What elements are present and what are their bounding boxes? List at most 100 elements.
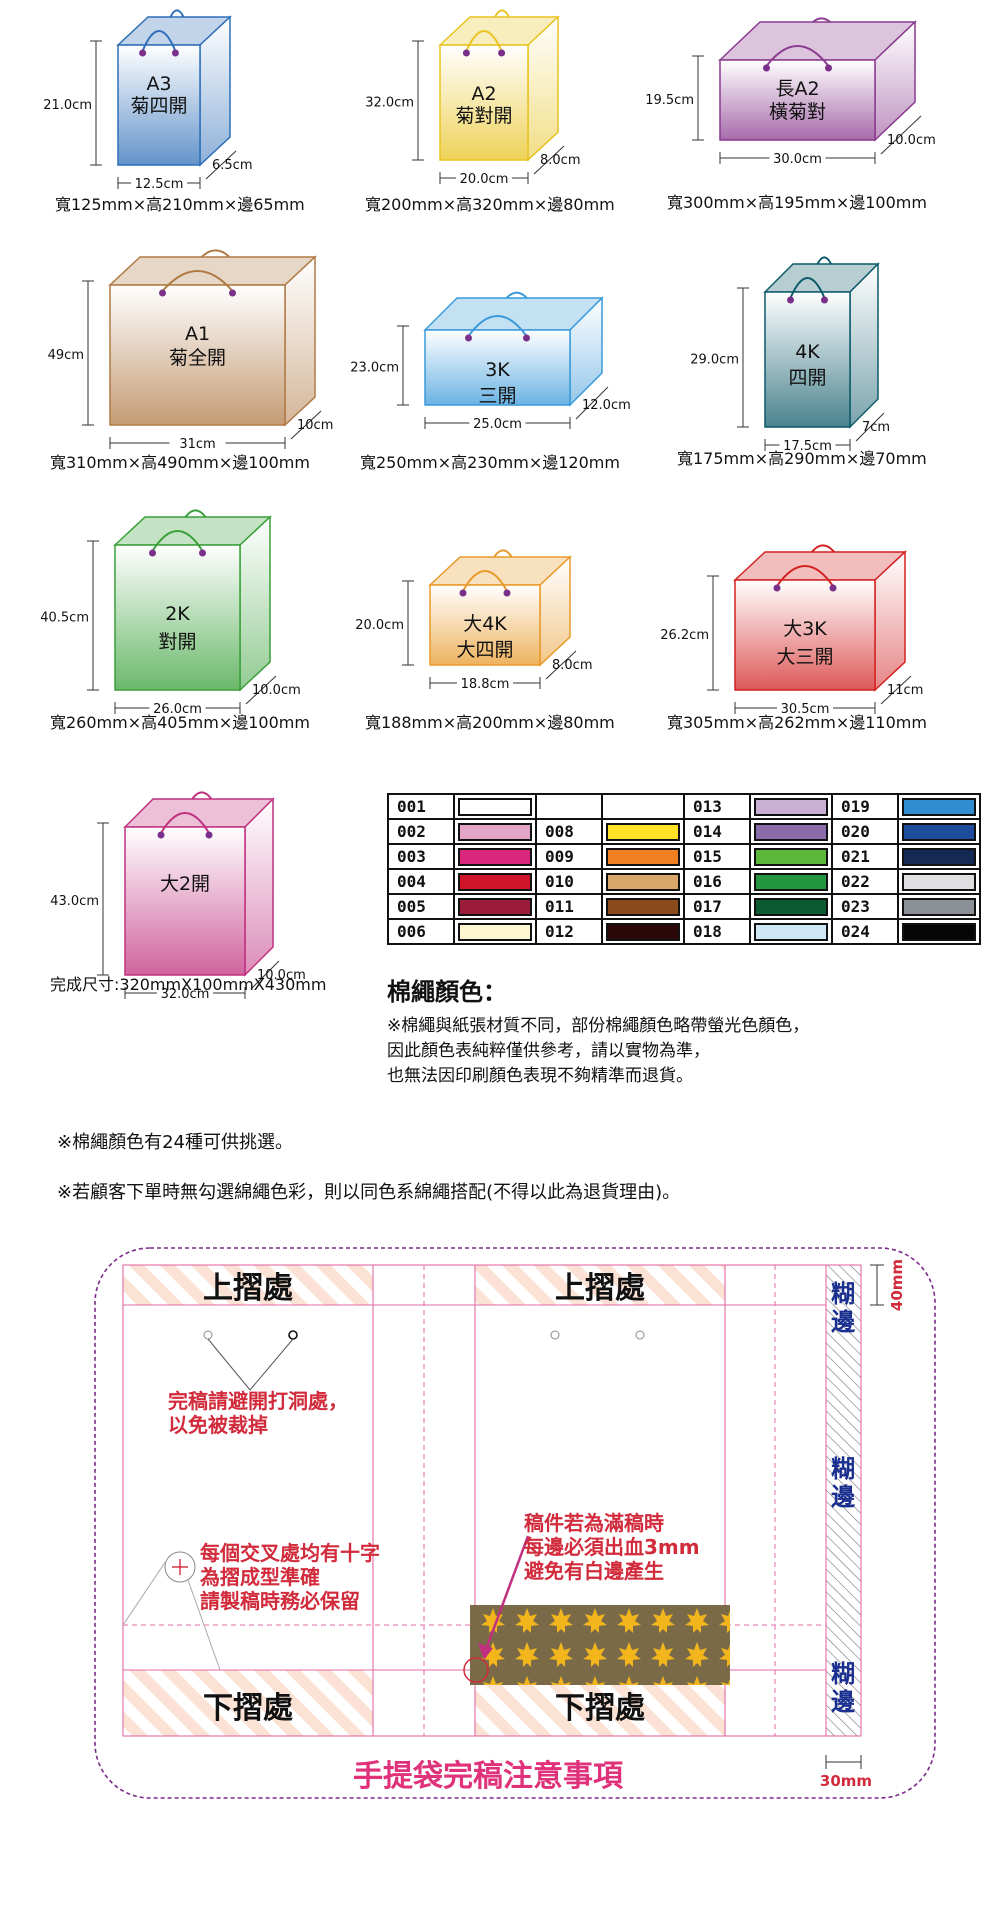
- bag-la2: 長A2橫菊對19.5cm30.0cm10.0cm寬300mm×高195mm×邊1…: [645, 17, 936, 212]
- color-swatch: [749, 893, 833, 920]
- bag-width: 30.0cm: [773, 152, 822, 167]
- bag-caption: 寬188mm×高200mm×邊80mm: [365, 713, 615, 732]
- color-code: 023: [831, 893, 899, 920]
- bag-label: 大3K: [783, 618, 827, 640]
- bleed-note-line2: 每邊必須出血3mm: [524, 1535, 700, 1559]
- color-swatch: [749, 918, 833, 945]
- color-code: 014: [683, 818, 751, 845]
- color-code: 012: [535, 918, 603, 945]
- bag-caption: 寬200mm×高320mm×邊80mm: [365, 195, 615, 214]
- glue-labels: 糊邊 糊邊 糊邊: [831, 1280, 855, 1716]
- bag-illustrations: A3菊四開21.0cm12.5cm6.5cm寬125mm×高210mm×邊65m…: [40, 9, 936, 1002]
- bag-a3: A3菊四開21.0cm12.5cm6.5cm寬125mm×高210mm×邊65m…: [43, 9, 305, 214]
- bag-label-sub: 大三開: [776, 646, 833, 668]
- bleed-note-line3: 避免有白邊產生: [524, 1559, 664, 1583]
- bag-label-sub: 橫菊對: [769, 101, 826, 123]
- bag-label: A3: [146, 73, 171, 95]
- bag-label-sub: 菊全開: [169, 347, 226, 369]
- color-code: 018: [683, 918, 751, 945]
- color-swatch: [897, 843, 981, 870]
- bag-height: 26.2cm: [660, 628, 709, 643]
- cross-note-line3: 請製稿時務必保留: [200, 1589, 360, 1613]
- bag-width: 18.8cm: [461, 677, 510, 692]
- top-fold-band-left: [123, 1265, 373, 1305]
- bottom-fold-band-left: [123, 1670, 373, 1736]
- bag-width: 30.5cm: [781, 702, 830, 717]
- glue-label: 邊: [831, 1483, 855, 1511]
- bag-width: 32.0cm: [161, 987, 210, 1002]
- cross-note-line1: 每個交叉處均有十字: [200, 1541, 380, 1565]
- color-swatch: [749, 793, 833, 820]
- color-code: 001: [387, 793, 455, 820]
- bag-width: 20.0cm: [460, 172, 509, 187]
- glue-label: 邊: [831, 1688, 855, 1716]
- color-swatch: [453, 893, 537, 920]
- color-swatch: [601, 793, 685, 820]
- color-code: 016: [683, 868, 751, 895]
- color-code: 024: [831, 918, 899, 945]
- hole-note-line1: 完稿請避開打洞處，: [168, 1389, 348, 1413]
- bag-depth: 10.0cm: [887, 133, 936, 148]
- bag-depth: 11cm: [887, 683, 923, 698]
- color-swatch: [601, 843, 685, 870]
- bag-caption: 寬125mm×高210mm×邊65mm: [55, 195, 305, 214]
- bag-label: 4K: [795, 341, 820, 363]
- color-code: 011: [535, 893, 603, 920]
- bag-caption: 寬250mm×高230mm×邊120mm: [360, 453, 620, 472]
- bag-height: 21.0cm: [43, 98, 92, 113]
- color-swatch: [601, 818, 685, 845]
- color-swatch: [453, 918, 537, 945]
- bag-width: 25.0cm: [473, 417, 522, 432]
- bag-depth: 8.0cm: [540, 153, 581, 168]
- rope-count-note: ※棉繩顏色有24種可供挑選。: [57, 1132, 293, 1153]
- bleed-sample-image: [470, 1605, 730, 1685]
- color-code: 022: [831, 868, 899, 895]
- bag-caption: 寬260mm×高405mm×邊100mm: [50, 713, 310, 732]
- bag-width: 31cm: [179, 437, 215, 452]
- bag-height: 23.0cm: [350, 361, 399, 376]
- bag-height: 20.0cm: [355, 618, 404, 633]
- color-swatch: [601, 918, 685, 945]
- bag-label: A2: [471, 83, 496, 105]
- color-code: 003: [387, 843, 455, 870]
- print-template-diagram: 40mm 30mm 上摺處 上摺處 下摺處 下摺處 糊邊 糊邊 糊邊 完稿請避開…: [94, 1247, 936, 1799]
- color-code: 021: [831, 843, 899, 870]
- bag-height: 29.0cm: [690, 353, 739, 368]
- bag-label-sub: 三開: [478, 385, 516, 407]
- bag-label: 長A2: [775, 78, 819, 100]
- bag-label-sub: 菊對開: [455, 105, 512, 127]
- glue-label: 糊: [831, 1660, 855, 1688]
- color-code: 008: [535, 818, 603, 845]
- bag-k2: 2K對開40.5cm26.0cm10.0cm寬260mm×高405mm×邊100…: [40, 509, 310, 732]
- hole-note-line2: 以免被裁掉: [168, 1413, 268, 1437]
- bag-label-sub: 大四開: [456, 639, 513, 661]
- bleed-note-line1: 稿件若為滿稿時: [524, 1511, 664, 1535]
- color-swatch: [601, 893, 685, 920]
- cross-note-line2: 為摺成型準確: [200, 1565, 320, 1589]
- bag-depth: 10.0cm: [252, 683, 301, 698]
- template-title: 手提袋完稿注意事項: [353, 1759, 624, 1794]
- bag-label: 大4K: [463, 613, 507, 635]
- hole-marker: [550, 1330, 560, 1340]
- color-swatch: [453, 843, 537, 870]
- color-code: 005: [387, 893, 455, 920]
- bag-height: 40.5cm: [40, 611, 89, 626]
- bag-k3: 3K三開23.0cm25.0cm12.0cm寬250mm×高230mm×邊120…: [350, 291, 631, 472]
- color-swatch: [897, 868, 981, 895]
- bag-caption: 寬300mm×高195mm×邊100mm: [667, 193, 927, 212]
- bag-depth: 10cm: [297, 418, 333, 433]
- template-outer-border: [94, 1247, 936, 1799]
- glue-label: 糊: [831, 1455, 855, 1483]
- bag-b4k: 大4K大四開20.0cm18.8cm8.0cm寬188mm×高200mm×邊80…: [355, 549, 615, 732]
- color-swatch: [749, 868, 833, 895]
- top-fold-label-right: 上摺處: [555, 1271, 645, 1306]
- hole-marker: [288, 1330, 298, 1340]
- bag-width: 12.5cm: [135, 177, 184, 192]
- color-swatch: [897, 793, 981, 820]
- bag-caption: 寬310mm×高490mm×邊100mm: [50, 453, 310, 472]
- bag-width: 26.0cm: [153, 702, 202, 717]
